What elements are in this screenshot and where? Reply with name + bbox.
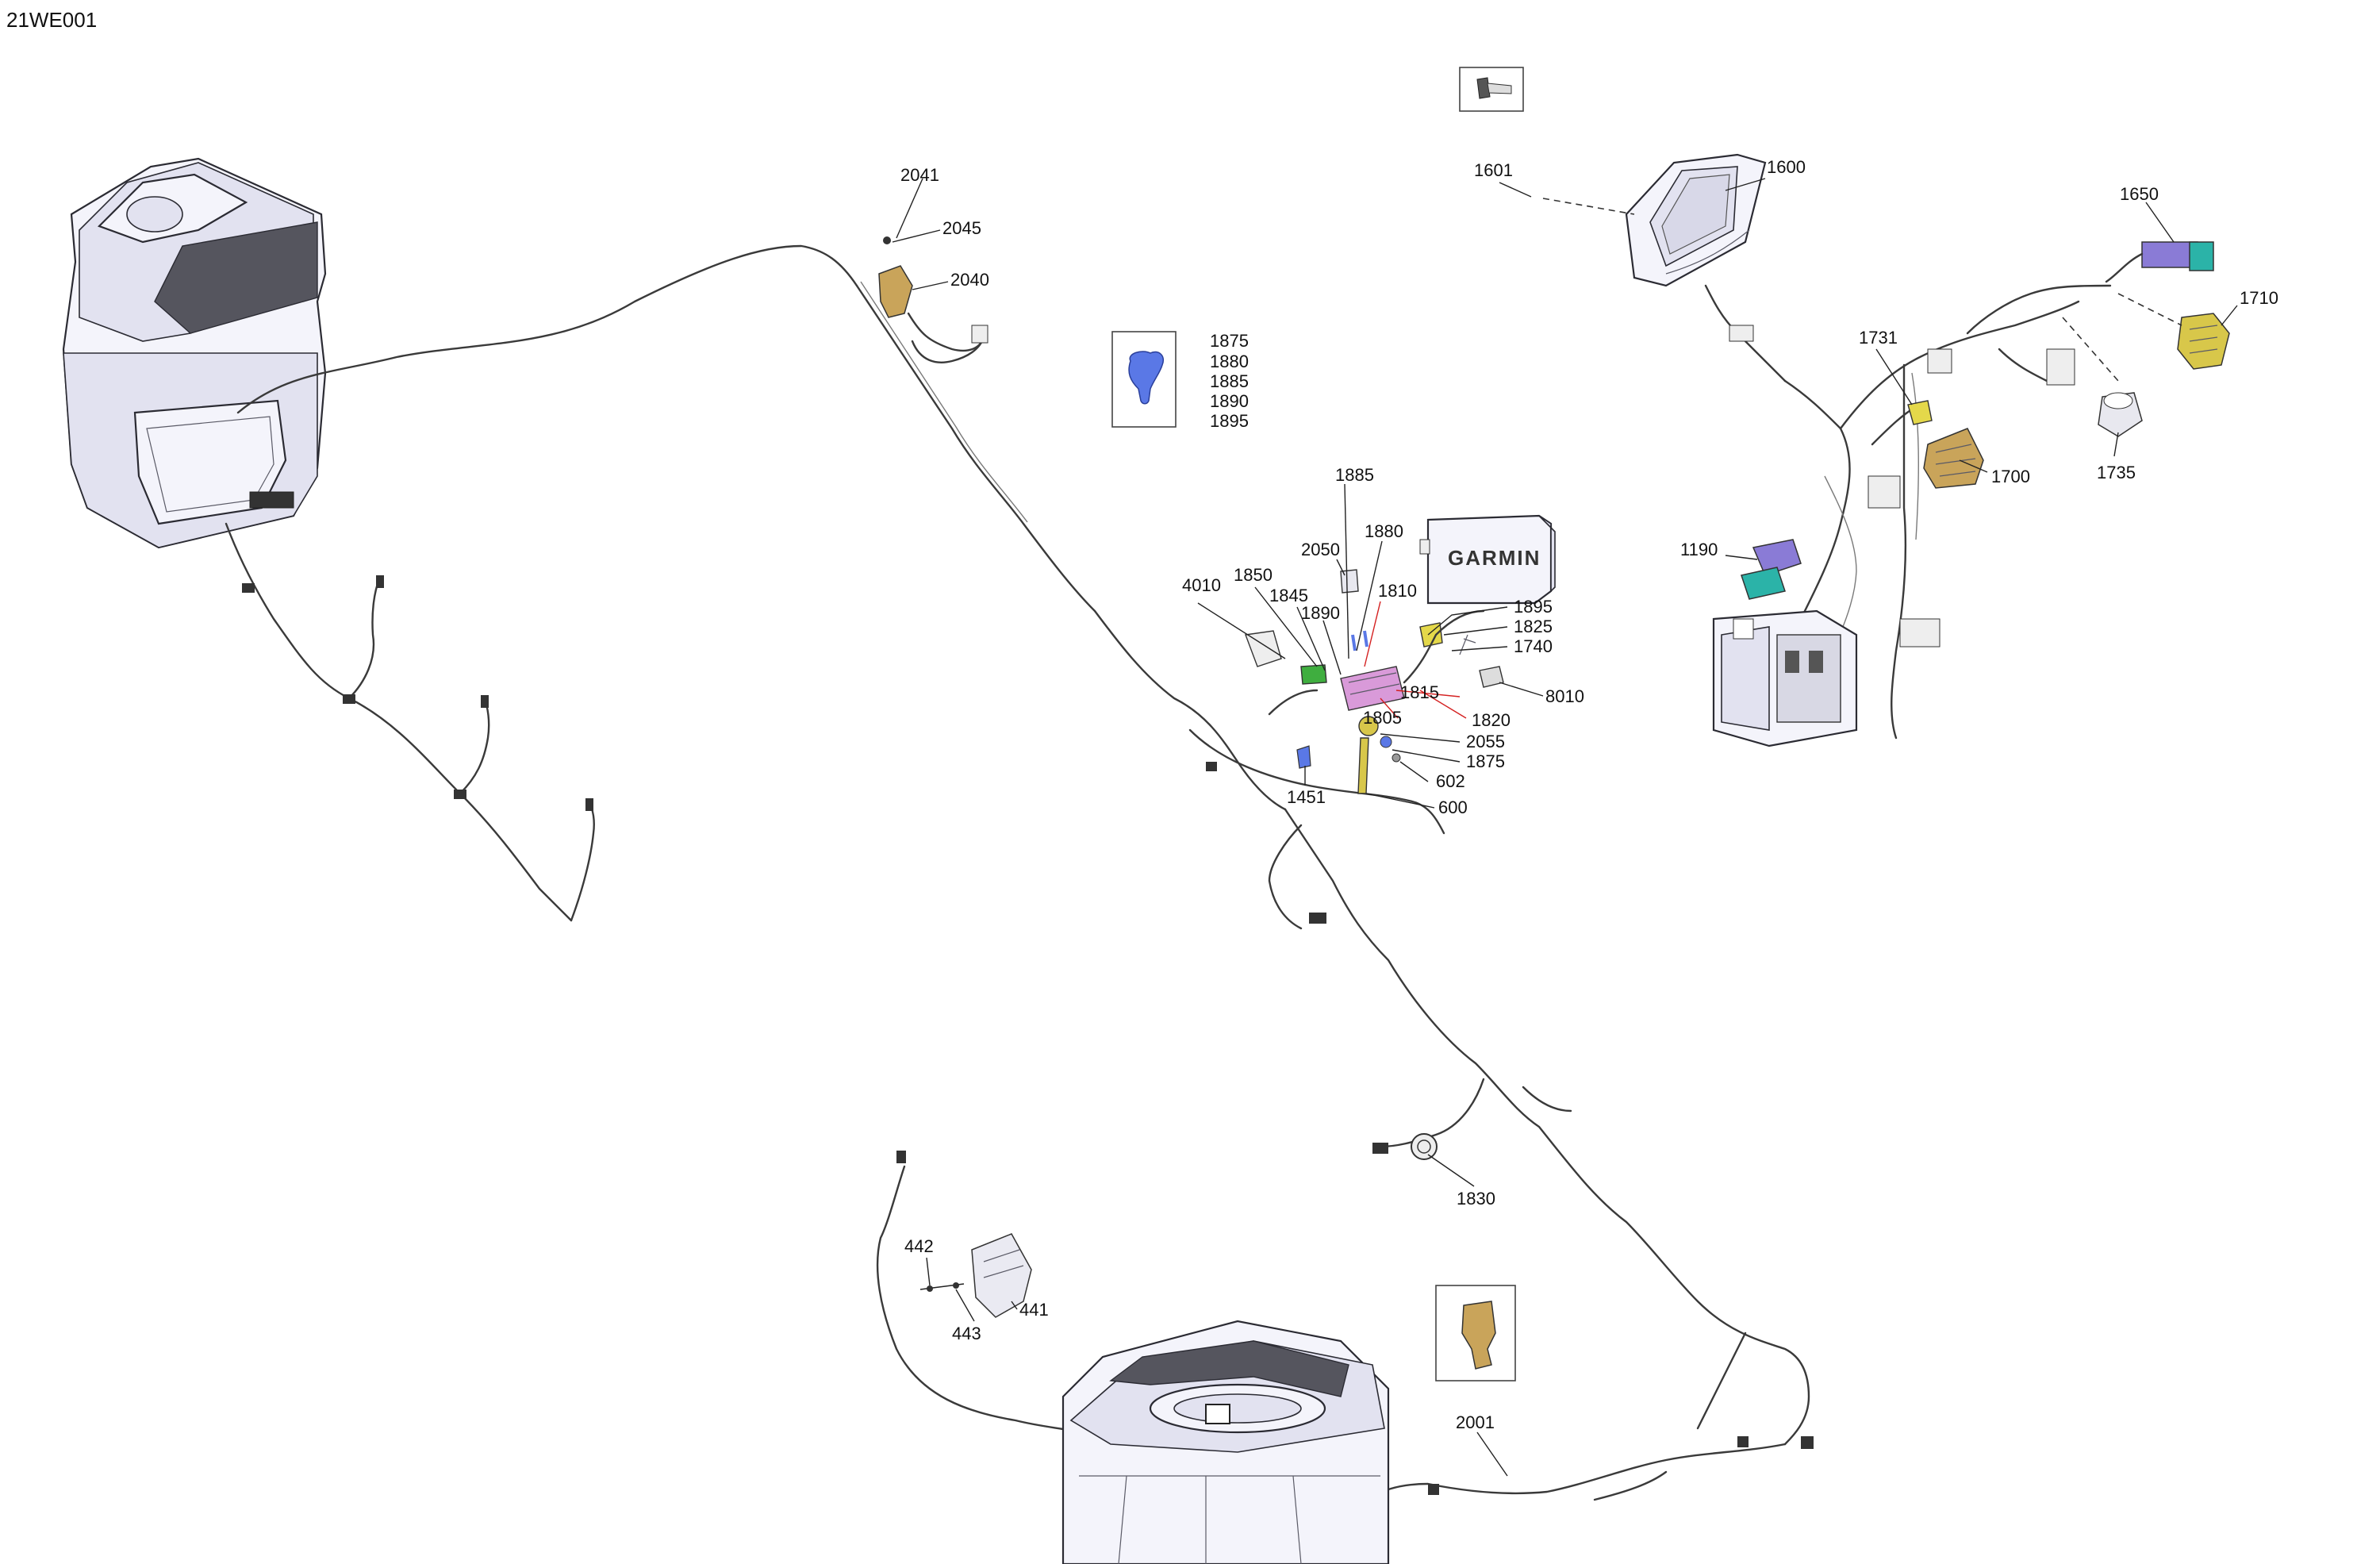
speaker-left (62, 157, 327, 549)
callout-2001: 2001 (1456, 1412, 1495, 1432)
bracket-2040 (878, 236, 988, 352)
callout-1885: 1885 (1335, 465, 1374, 485)
callout-1820: 1820 (1472, 710, 1511, 730)
leader-lines (892, 178, 2238, 1477)
reference-code: 21WE001 (6, 8, 97, 32)
callout-1600: 1600 (1767, 157, 1806, 177)
callout-1890: 1890 (1301, 603, 1340, 623)
main-harness (855, 281, 1814, 1501)
garmin-display: GARMIN (1419, 514, 1556, 605)
left-harness-wires (225, 244, 858, 922)
screw-box-1601 (1459, 67, 1524, 112)
callout-600: 600 (1438, 797, 1468, 817)
callout-numbers: 1601 1600 1650 1710 1731 1700 1735 1190 … (900, 157, 2278, 1432)
connector-1190 (1741, 539, 1802, 600)
callout-1875: 1875 (1466, 751, 1505, 771)
callout-1845: 1845 (1269, 586, 1308, 605)
callout-1880: 1880 (1365, 521, 1403, 541)
speaker-bottom (1061, 1320, 1390, 1564)
callout-442: 442 (904, 1236, 934, 1256)
callout-2050: 2050 (1301, 540, 1340, 559)
connector-1731 (1907, 400, 1933, 425)
relay-box-1700 (1923, 428, 1984, 489)
callout-2055: 2055 (1466, 732, 1505, 751)
callout-1740: 1740 (1514, 636, 1553, 656)
callout-2041: 2041 (900, 165, 939, 185)
clip-label-1880: 1880 (1210, 352, 1249, 371)
center-module (1245, 569, 1504, 794)
bracket-441 (919, 1233, 1032, 1318)
callout-1850: 1850 (1234, 565, 1273, 585)
plug-1735 (2098, 392, 2143, 437)
callout-1451: 1451 (1287, 787, 1326, 807)
callout-8010: 8010 (1545, 686, 1584, 706)
clip-box-2001 (1435, 1285, 1516, 1381)
callout-1815: 1815 (1400, 682, 1439, 702)
callout-1895: 1895 (1514, 597, 1553, 617)
callout-1710: 1710 (2240, 288, 2278, 308)
gauge-display-1600 (1625, 153, 1787, 382)
clip-box-panel (1111, 331, 1177, 428)
callout-2045: 2045 (942, 218, 981, 238)
callout-4010: 4010 (1182, 575, 1221, 595)
callout-1700: 1700 (1991, 467, 2030, 486)
callout-1650: 1650 (2120, 184, 2159, 204)
clip-label-1895: 1895 (1210, 411, 1249, 431)
connector-1710 (2177, 313, 2230, 370)
callout-1731: 1731 (1859, 328, 1898, 348)
callout-1825: 1825 (1514, 617, 1553, 636)
callout-1810: 1810 (1378, 581, 1417, 601)
connector-1650 (2105, 241, 2214, 283)
callout-1830: 1830 (1457, 1189, 1495, 1209)
clip-label-1875: 1875 (1210, 331, 1249, 351)
clip-label-1885: 1885 (1210, 371, 1249, 391)
callout-1805: 1805 (1363, 708, 1402, 728)
callout-443: 443 (952, 1324, 981, 1343)
right-harness-assembly (1712, 284, 2112, 747)
callout-2040: 2040 (950, 270, 989, 290)
clip-label-1890: 1890 (1210, 391, 1249, 411)
callout-1190: 1190 (1680, 540, 1718, 559)
callout-1601: 1601 (1474, 160, 1513, 180)
garmin-logo-text: GARMIN (1448, 546, 1541, 570)
callout-441: 441 (1019, 1300, 1049, 1320)
callout-1735: 1735 (2097, 463, 2136, 482)
callout-602: 602 (1436, 771, 1465, 791)
